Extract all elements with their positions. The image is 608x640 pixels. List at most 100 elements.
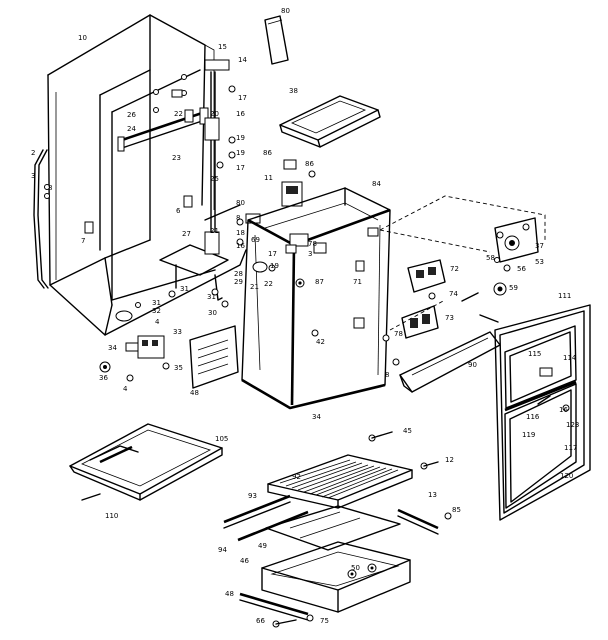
- callout-c72: 72: [450, 265, 459, 273]
- food-liner: [241, 187, 391, 410]
- callout-c8a: 8: [48, 184, 52, 192]
- callout-c90: 90: [468, 361, 477, 369]
- crisper-cover-glass: [265, 505, 401, 551]
- callout-c24: 24: [127, 125, 136, 133]
- callout-c80b: 80: [236, 199, 245, 207]
- mullion-hardware: [153, 59, 236, 241]
- callout-c120: 120: [560, 472, 573, 480]
- callout-c31c: 31: [152, 299, 161, 307]
- callout-c59: 59: [509, 284, 518, 292]
- callout-c74: 74: [449, 290, 458, 298]
- callout-c16a: 16: [236, 110, 245, 118]
- callout-c29: 29: [234, 278, 243, 286]
- part-8-c: [392, 358, 400, 366]
- callout-c27: 27: [182, 230, 191, 238]
- callout-c17c: 17: [268, 250, 277, 258]
- callout-c19a: 19: [236, 134, 245, 142]
- callout-c75: 75: [320, 617, 329, 625]
- part-78-b: [382, 334, 390, 342]
- callout-c34b: 34: [312, 413, 321, 421]
- callout-c28: 28: [234, 270, 243, 278]
- callout-c69: 69: [251, 236, 260, 244]
- callout-c87: 87: [315, 278, 324, 286]
- callout-c31a: 31: [180, 285, 189, 293]
- callout-c45: 45: [403, 427, 412, 435]
- callout-c48: 48: [190, 389, 199, 397]
- part-4-screw: [461, 292, 479, 302]
- callout-c22b: 22: [264, 280, 273, 288]
- callout-c20: 20: [210, 110, 219, 118]
- door-gasket-set: [494, 304, 591, 521]
- callout-c17a: 17: [238, 94, 247, 102]
- side-wire-harness: [33, 149, 50, 289]
- callout-c42: 42: [316, 338, 325, 346]
- wire-shelf: [267, 454, 413, 509]
- shelf-rails: [223, 431, 452, 542]
- control-73: [401, 305, 439, 339]
- bracket-7: [84, 221, 94, 234]
- callout-c32: 32: [152, 307, 161, 315]
- callout-c3: 3: [31, 172, 35, 180]
- callout-c35: 35: [174, 364, 183, 372]
- callout-c105: 105: [215, 435, 228, 443]
- callout-c15: 15: [218, 43, 227, 51]
- callout-c21: 21: [210, 227, 219, 235]
- part-11: [281, 181, 303, 207]
- callout-c25: 25: [210, 175, 219, 183]
- callout-c119: 119: [522, 431, 535, 439]
- callout-c94: 94: [218, 546, 227, 554]
- part-80-top: [264, 15, 289, 65]
- cabinet-outer-shell: [47, 14, 247, 336]
- callout-c115: 115: [528, 350, 541, 358]
- callout-c49: 49: [258, 542, 267, 550]
- callout-c50: 50: [351, 564, 360, 572]
- callout-c36: 36: [99, 374, 108, 382]
- callout-c30: 30: [208, 309, 217, 317]
- callout-c48b: 48: [225, 590, 234, 598]
- callout-c7: 7: [81, 237, 85, 245]
- callout-c21b: 21: [250, 283, 259, 291]
- callout-c4a: 4: [155, 318, 160, 326]
- relay-overload-assembly: [99, 310, 170, 382]
- callout-c117: 117: [564, 444, 577, 452]
- panel-48: [189, 325, 239, 389]
- callout-c8b: 8: [236, 214, 240, 222]
- callout-c18: 18: [236, 229, 245, 237]
- callout-c3b: 3: [308, 250, 312, 258]
- callout-c22: 22: [174, 110, 183, 118]
- callout-c16b: 16: [236, 242, 245, 250]
- callout-c66: 66: [256, 617, 265, 625]
- callout-c85: 85: [452, 506, 461, 514]
- callout-c2: 2: [31, 149, 35, 157]
- callout-c92: 92: [292, 473, 301, 481]
- callout-c53: 53: [535, 258, 544, 266]
- callout-c26: 26: [127, 111, 136, 119]
- callout-c31b: 31: [207, 293, 216, 301]
- callout-c8c: 8: [385, 371, 389, 379]
- callout-c46: 46: [240, 557, 249, 565]
- callout-c86b: 86: [305, 160, 314, 168]
- callout-c58: 58: [486, 254, 495, 262]
- callout-c6: 6: [176, 207, 181, 215]
- callout-c13: 13: [428, 491, 437, 499]
- callout-c12: 12: [445, 456, 454, 464]
- callout-c33: 33: [173, 328, 182, 336]
- callout-c111: 111: [558, 292, 571, 300]
- callout-c93: 93: [248, 492, 257, 500]
- callout-c123: 123: [566, 421, 579, 429]
- callout-c23: 23: [172, 154, 181, 162]
- callout-c19c: 19: [270, 262, 279, 270]
- callout-c78b: 78: [394, 330, 403, 338]
- callout-c37: 37: [535, 242, 544, 250]
- callout-c34: 34: [108, 344, 117, 352]
- callout-c11: 11: [264, 174, 273, 182]
- drawer-slide-rail: [239, 592, 314, 628]
- callout-c114: 114: [563, 354, 577, 362]
- bracket-6: [183, 195, 193, 208]
- callout-c86a: 86: [263, 149, 272, 157]
- callout-c84: 84: [372, 180, 381, 188]
- rear-housing-dashed: [379, 195, 546, 331]
- part-74: [428, 292, 436, 300]
